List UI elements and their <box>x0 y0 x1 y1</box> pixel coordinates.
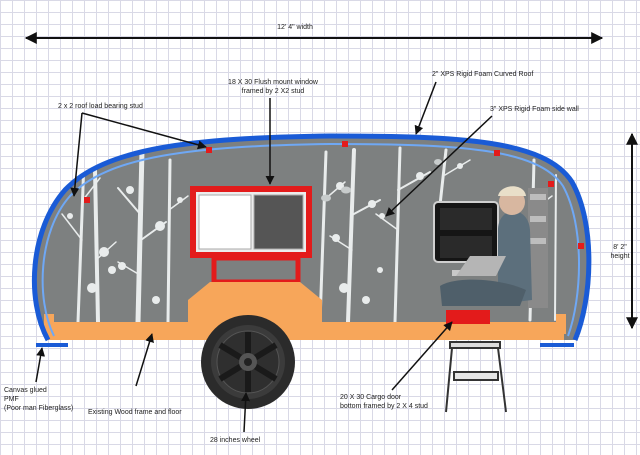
canvas-label: Canvas glued PMF (Poor man Fiberglass) <box>4 387 74 412</box>
cargo-door <box>446 310 490 324</box>
callout-arrows <box>35 81 493 433</box>
wheel-label: 28 inches wheel <box>210 437 261 444</box>
bird-icons <box>321 159 442 202</box>
window-label: 18 X 30 Flush mount window framed by 2 X… <box>228 79 318 95</box>
width-label: 12' 4" width <box>277 24 313 31</box>
wheel-icon <box>201 315 295 409</box>
wood-frame-label: Existing Wood frame and floor <box>88 409 182 416</box>
roof-stud-label: 2 x 2 roof load bearing stud <box>58 103 143 110</box>
step-stool <box>445 341 507 413</box>
shell-inner-edge <box>41 142 580 337</box>
person-figure <box>433 186 548 308</box>
wood-frame <box>44 282 566 340</box>
height-label: 8' 2" height <box>610 244 630 260</box>
foam-shell <box>31 133 592 342</box>
side-wall-label: 3" XPS Rigid Foam side wall <box>490 106 579 113</box>
cargo-door-label: 20 X 30 Cargo door bottom framed by 2 X … <box>340 394 428 410</box>
curved-roof-label: 2" XPS Rigid Foam Curved Roof <box>432 71 534 78</box>
leaf-clusters <box>67 163 463 304</box>
flush-mount-window <box>190 186 312 285</box>
stud-markers <box>84 141 584 249</box>
